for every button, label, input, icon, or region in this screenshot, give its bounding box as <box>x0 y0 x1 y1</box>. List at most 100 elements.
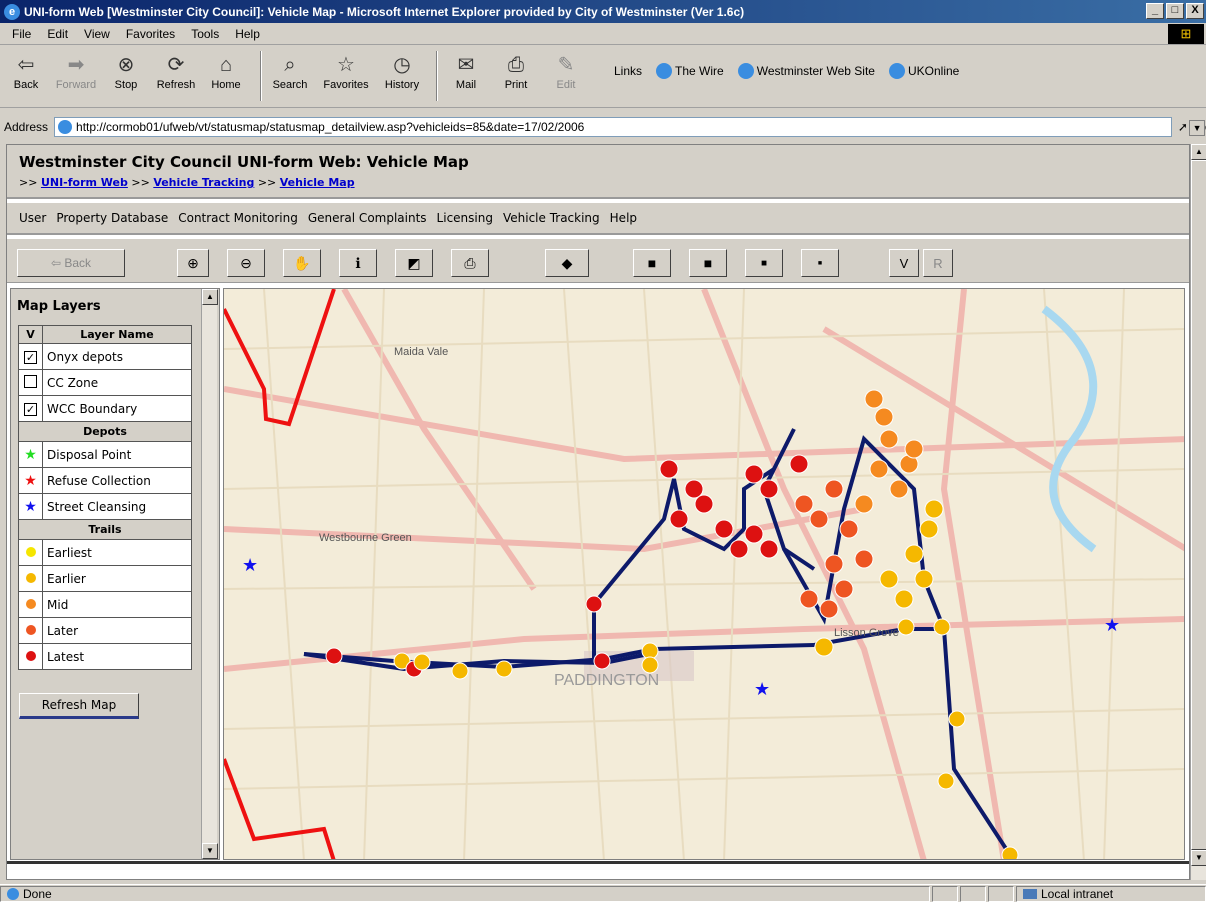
trail-point[interactable] <box>814 637 834 657</box>
trail-point[interactable] <box>914 569 934 589</box>
trail-point[interactable] <box>919 519 939 539</box>
trail-point[interactable] <box>729 539 749 559</box>
refresh-button[interactable]: ⟳Refresh <box>154 51 198 91</box>
trail-point[interactable] <box>593 652 611 670</box>
trail-point[interactable] <box>789 454 809 474</box>
home-button[interactable]: ⌂Home <box>204 51 248 91</box>
trail-point[interactable] <box>641 656 659 674</box>
trail-point[interactable] <box>854 549 874 569</box>
trail-point[interactable] <box>325 647 343 665</box>
vehicle-locate-icon[interactable]: ◆ <box>545 249 589 277</box>
layer-checkbox-cc-zone[interactable] <box>24 374 37 388</box>
menu-view[interactable]: View <box>84 26 110 41</box>
trail-point[interactable] <box>889 479 909 499</box>
app-menu-vehicle-tracking[interactable]: Vehicle Tracking <box>502 211 600 225</box>
trail-point[interactable] <box>744 524 764 544</box>
edit-button[interactable]: ✎Edit <box>544 51 588 91</box>
menu-favorites[interactable]: Favorites <box>125 26 176 41</box>
trail-point[interactable] <box>809 509 829 529</box>
address-input[interactable]: http://cormob01/ufweb/vt/statusmap/statu… <box>54 117 1206 137</box>
vehicle-map[interactable]: ★ ★ ★ Maida Vale Westbourne Green PADDIN… <box>223 288 1185 860</box>
scale-large-icon[interactable]: ■ <box>689 249 727 277</box>
trail-point[interactable] <box>799 589 819 609</box>
close-button[interactable]: X <box>1186 3 1204 19</box>
trail-point[interactable] <box>904 544 924 564</box>
trail-point[interactable] <box>864 389 884 409</box>
trail-point[interactable] <box>924 499 944 519</box>
trail-point[interactable] <box>839 519 859 539</box>
app-menu-contract-monitoring[interactable]: Contract Monitoring <box>178 211 298 225</box>
street-cleansing-depot-icon[interactable]: ★ <box>242 555 258 575</box>
app-menu-general-complaints[interactable]: General Complaints <box>307 211 427 225</box>
trail-point[interactable] <box>874 407 894 427</box>
trail-point[interactable] <box>413 653 431 671</box>
trail-point[interactable] <box>694 494 714 514</box>
trail-point[interactable] <box>824 479 844 499</box>
trail-point[interactable] <box>393 652 411 670</box>
trail-point[interactable] <box>744 464 764 484</box>
scroll-down-icon[interactable]: ▼ <box>1191 850 1206 866</box>
trail-point[interactable] <box>933 618 951 636</box>
scale-small-icon[interactable]: ■ <box>745 249 783 277</box>
layers-scrollbar[interactable]: ▲ ▼ <box>201 289 218 859</box>
trail-point[interactable] <box>451 662 469 680</box>
app-menu-licensing[interactable]: Licensing <box>436 211 493 225</box>
trail-point[interactable] <box>894 589 914 609</box>
app-menu-user[interactable]: User <box>19 211 47 225</box>
print-button[interactable]: ⎙Print <box>494 51 538 91</box>
breadcrumb-uniform-web[interactable]: UNI-form Web <box>40 176 128 189</box>
menu-file[interactable]: File <box>12 26 32 41</box>
trail-point[interactable] <box>937 772 955 790</box>
trail-point[interactable] <box>824 554 844 574</box>
v-button[interactable]: V <box>889 249 919 277</box>
info-icon[interactable]: ℹ <box>339 249 377 277</box>
back-button[interactable]: ⇦Back <box>4 51 48 91</box>
trail-point[interactable] <box>869 459 889 479</box>
forward-button[interactable]: ➡Forward <box>54 51 98 91</box>
trail-point[interactable] <box>948 710 966 728</box>
search-button[interactable]: ⌕Search <box>268 51 312 91</box>
address-dropdown-icon[interactable]: ▼ <box>1189 120 1206 136</box>
trail-point[interactable] <box>669 509 689 529</box>
trail-point[interactable] <box>714 519 734 539</box>
page-scrollbar[interactable]: ▲ ▼ <box>1190 144 1206 880</box>
trail-point[interactable] <box>854 494 874 514</box>
trail-point[interactable] <box>879 569 899 589</box>
trail-point[interactable] <box>819 599 839 619</box>
scale-smallest-icon[interactable]: ■ <box>801 249 839 277</box>
trail-point[interactable] <box>794 494 814 514</box>
breadcrumb-vehicle-map[interactable]: Vehicle Map <box>279 176 355 189</box>
layer-checkbox-onyx-depots[interactable]: ✓ <box>24 350 37 364</box>
link-ukonline[interactable]: UKOnline <box>888 63 959 79</box>
r-button[interactable]: R <box>923 249 953 277</box>
trail-point[interactable] <box>1001 846 1019 860</box>
trail-point[interactable] <box>659 459 679 479</box>
trail-point[interactable] <box>759 479 779 499</box>
trail-point[interactable] <box>495 660 513 678</box>
map-back-button[interactable]: ⇦ Back <box>17 249 125 277</box>
street-cleansing-depot-icon[interactable]: ★ <box>1104 615 1120 635</box>
trail-point[interactable] <box>904 439 924 459</box>
print-map-icon[interactable]: ⎙ <box>451 249 489 277</box>
refresh-map-button[interactable]: Refresh Map <box>19 693 139 719</box>
trail-point[interactable] <box>897 618 915 636</box>
minimize-button[interactable]: _ <box>1146 3 1164 19</box>
link-the-wire[interactable]: The Wire <box>656 63 724 79</box>
scroll-up-icon[interactable]: ▲ <box>1191 144 1206 160</box>
scroll-up-icon[interactable]: ▲ <box>202 289 218 305</box>
full-extent-icon[interactable]: ◩ <box>395 249 433 277</box>
breadcrumb-vehicle-tracking[interactable]: Vehicle Tracking <box>153 176 255 189</box>
scroll-thumb[interactable] <box>1191 160 1206 850</box>
map-canvas[interactable]: ★ ★ ★ Maida Vale Westbourne Green PADDIN… <box>224 289 1185 860</box>
menu-tools[interactable]: Tools <box>191 26 220 41</box>
trail-point[interactable] <box>585 595 603 613</box>
menu-edit[interactable]: Edit <box>47 26 69 41</box>
scale-largest-icon[interactable]: ■ <box>633 249 671 277</box>
maximize-button[interactable]: □ <box>1166 3 1184 19</box>
trail-point[interactable] <box>834 579 854 599</box>
mail-button[interactable]: ✉Mail <box>444 51 488 91</box>
trail-point[interactable] <box>684 479 704 499</box>
zoom-out-icon[interactable]: ⊖ <box>227 249 265 277</box>
pan-hand-icon[interactable]: ✋ <box>283 249 321 277</box>
app-menu-property-database[interactable]: Property Database <box>56 211 169 225</box>
